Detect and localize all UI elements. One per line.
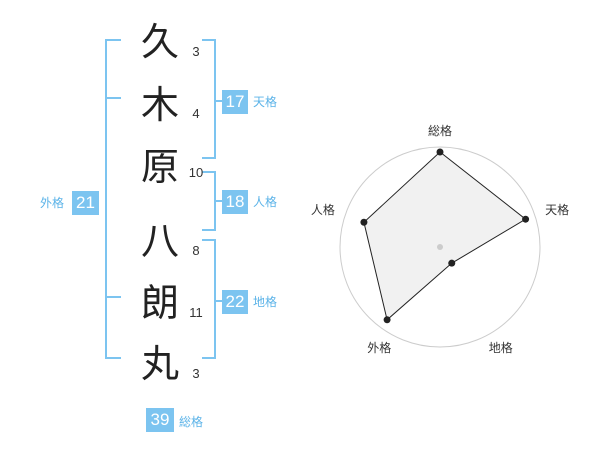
name-char-5: 朗 [140,281,179,325]
soukaku-label: 総格 [179,415,204,429]
tenkaku-value-badge: 17 [222,90,248,114]
radar-series-polygon [363,151,527,321]
chikaku-label: 地格 [253,295,278,309]
radar-point-5 [360,218,368,226]
radar-point-1 [436,148,444,156]
gaikaku-label: 外格 [40,196,65,210]
chikaku-value-badge: 22 [222,290,248,314]
radar-point-3 [448,259,456,267]
stroke-count-1: 3 [192,44,200,59]
soukaku-value-badge: 39 [146,408,174,432]
tenkaku-label: 天格 [253,95,278,109]
stroke-count-5: 11 [189,305,203,320]
name-char-1: 久 [140,20,179,64]
name-char-2: 木 [140,83,179,127]
radar-point-4 [383,316,391,324]
gaikaku-value-badge: 21 [72,191,99,215]
radar-axis-label-2: 天格 [545,202,569,217]
stroke-count-4: 8 [192,243,200,258]
radar-axis-label-5: 人格 [311,202,335,217]
name-char-4: 八 [140,219,179,263]
name-char-3: 原 [140,145,179,189]
jinkaku-label: 人格 [253,195,278,209]
radar-axis-label-4: 外格 [367,340,391,355]
radar-axis-label-1: 総格 [428,123,452,138]
radar-axis-label-3: 地格 [489,340,513,355]
radar-point-2 [522,215,530,223]
name-char-6: 丸 [140,342,179,386]
jinkaku-value-badge: 18 [222,190,248,214]
radar-center-dot [437,244,443,250]
stroke-count-6: 3 [192,366,200,381]
stroke-count-2: 4 [192,106,200,121]
stroke-count-3: 10 [188,165,204,180]
